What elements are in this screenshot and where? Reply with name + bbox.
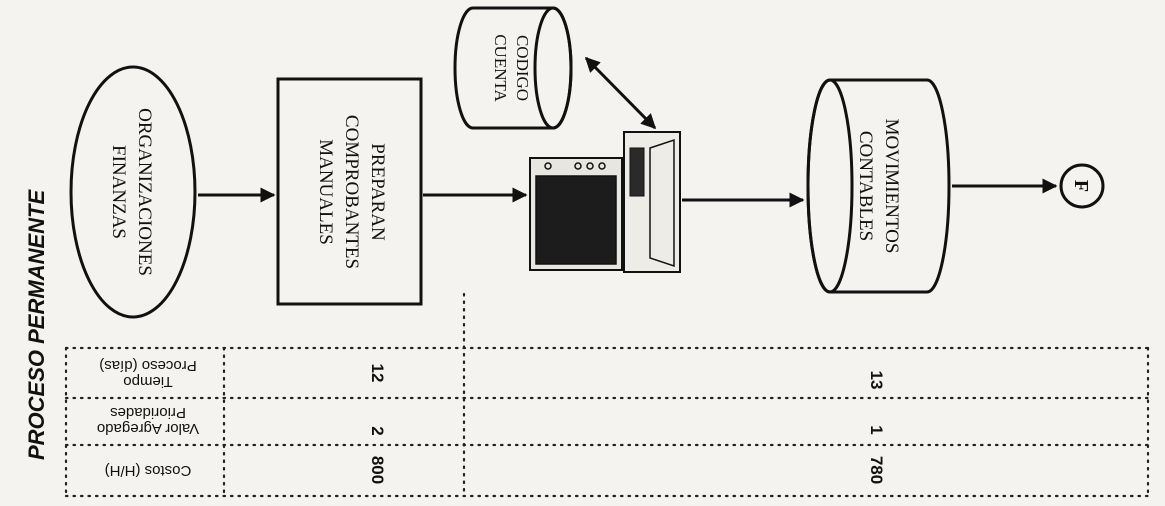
table-values-group1: 12 2 800 [368, 364, 387, 485]
computer-icon [530, 132, 680, 272]
node-movimientos-line2: CONTABLES [855, 131, 876, 241]
node-movimientos-contables: MOVIMIENTOS CONTABLES [808, 80, 949, 292]
header-valor-line1: Valor Agregado [97, 420, 199, 437]
value-tiempo-2: 13 [867, 371, 886, 390]
arrow-codigo-computer [586, 58, 655, 128]
node-codigo-cuenta: CODIGO CUENTA [455, 8, 571, 128]
page-title: PROCESO PERMANENTE [24, 189, 49, 460]
header-valor-line2: Prioridades [110, 404, 186, 421]
header-tiempo-line1: Tiempo [123, 373, 172, 390]
header-costos: Costos (H/H) [105, 462, 192, 479]
table-row-headers: Tiempo Proceso (días) Valor Agregado Pri… [97, 357, 199, 479]
value-valor-2: 1 [867, 425, 886, 434]
table-values-group2: 13 1 780 [867, 371, 886, 485]
metrics-table-grid [66, 294, 1148, 496]
node-organizaciones-line1: ORGANIZACIONES [134, 108, 155, 276]
node-codigo-line2: CUENTA [491, 34, 510, 102]
value-costos-1: 800 [368, 456, 387, 484]
node-preparan-line1: PREPARAN [367, 143, 388, 241]
node-preparan-line3: MANUALES [315, 139, 336, 245]
node-movimientos-line1: MOVIMIENTOS [881, 119, 902, 254]
node-organizaciones-finanzas: ORGANIZACIONES FINANZAS [71, 67, 195, 317]
value-tiempo-1: 12 [368, 364, 387, 383]
value-valor-1: 2 [368, 426, 387, 435]
node-terminal-f: F [1061, 165, 1103, 207]
header-tiempo-line2: Proceso (días) [99, 357, 197, 374]
node-codigo-line1: CODIGO [513, 35, 532, 101]
node-preparan-line2: COMPROBANTES [341, 115, 362, 269]
value-costos-2: 780 [867, 456, 886, 484]
terminal-label: F [1070, 180, 1092, 192]
node-organizaciones-line2: FINANZAS [108, 145, 129, 239]
node-preparan-comprobantes: PREPARAN COMPROBANTES MANUALES [278, 79, 421, 304]
